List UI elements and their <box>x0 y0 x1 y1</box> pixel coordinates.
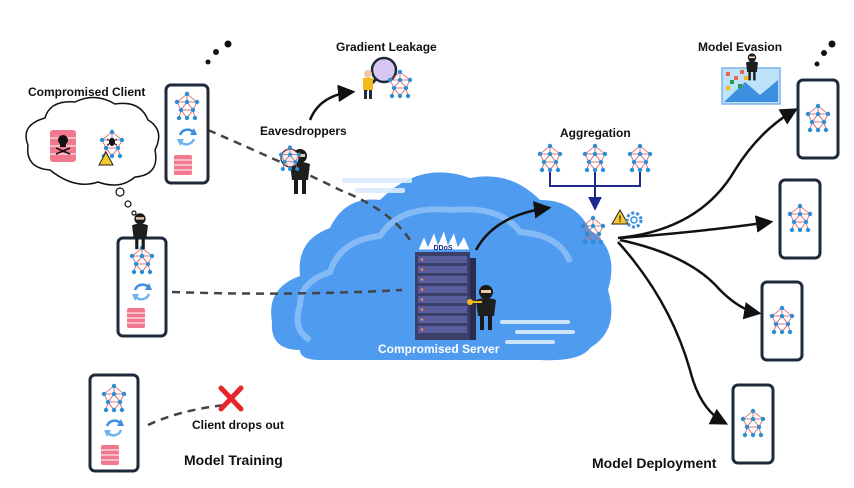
compromised-client-label: Compromised Client <box>28 85 146 99</box>
skull-icon <box>55 135 71 155</box>
server-rack-icon <box>415 228 476 340</box>
bug-icon <box>106 138 118 146</box>
database-icon <box>126 307 146 329</box>
magnifier-icon <box>364 56 398 92</box>
deploy-phone-1 <box>796 78 840 160</box>
deploy-phone-2 <box>778 178 822 260</box>
cross-icon <box>218 385 244 412</box>
client-drops-out-label: Client drops out <box>192 418 284 432</box>
deploy-phone-3 <box>760 280 804 362</box>
neural-net-icon <box>537 143 563 173</box>
aggregation-label: Aggregation <box>560 126 631 140</box>
analyst-figure-icon <box>363 70 373 99</box>
gear-icon <box>625 211 643 229</box>
client3-link <box>147 403 226 427</box>
client-phone-3 <box>88 373 140 473</box>
compromised-server-label: Compromised Server <box>378 342 500 356</box>
database-icon <box>173 154 193 176</box>
database-icon <box>100 444 120 466</box>
client-phone-2 <box>116 236 168 338</box>
server-to-aggregation-arrow <box>474 201 552 251</box>
gradient-leakage-label: Gradient Leakage <box>336 40 437 54</box>
client2-link <box>171 288 403 295</box>
key-icon <box>467 299 482 305</box>
gradient-leak-arrow <box>308 84 356 121</box>
thought-cloud <box>25 96 160 216</box>
aggregation-bracket <box>549 172 641 211</box>
warning-icon: ! <box>611 208 629 225</box>
dots-icon <box>205 40 836 67</box>
deploy-phone-4 <box>731 383 775 465</box>
ddos-label: DDoS <box>433 245 452 252</box>
image-icon <box>721 67 781 105</box>
dashed-links <box>147 128 412 427</box>
stolen-model-icon <box>278 144 302 172</box>
deployment-arrows <box>617 108 799 425</box>
model-evasion-label: Model Evasion <box>698 40 783 54</box>
warning-icon <box>98 150 114 166</box>
client-phone-1 <box>164 83 210 185</box>
svg-text:!: ! <box>619 214 622 224</box>
neural-net-icon <box>582 143 608 173</box>
model-deployment-label: Model Deployment <box>592 455 717 471</box>
model-training-label: Model Training <box>184 452 283 468</box>
neural-net-icon <box>627 143 653 173</box>
client1-link <box>207 128 412 241</box>
eavesdroppers-label: Eavesdroppers <box>260 124 347 138</box>
